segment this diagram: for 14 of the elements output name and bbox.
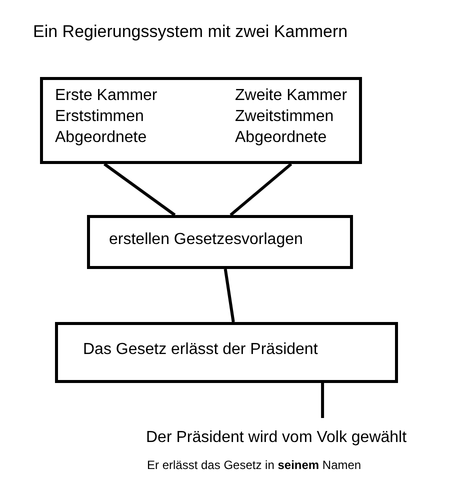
connector-line (321, 383, 324, 418)
box-text: Das Gesetz erlässt der Präsident (83, 340, 319, 360)
note-text: Er erlässt das Gesetz in seinem Namen (147, 457, 362, 474)
title: Ein Regierungssystem mit zwei Kammern (33, 22, 348, 42)
node-text: Der Präsident wird vom Volk gewählt (146, 428, 408, 448)
box-text: erstellen Gesetzesvorlagen (109, 230, 304, 250)
connector-line (104, 162, 176, 216)
chamber-text: Erste Kammer Erststimmen Abgeordnete (55, 86, 158, 148)
process-box (87, 215, 353, 269)
process-box (55, 322, 398, 383)
process-box (40, 77, 362, 164)
connector-line (230, 162, 292, 216)
chamber-text: Zweite Kammer Zweitstimmen Abgeordnete (235, 86, 348, 148)
connector-line (224, 268, 235, 322)
